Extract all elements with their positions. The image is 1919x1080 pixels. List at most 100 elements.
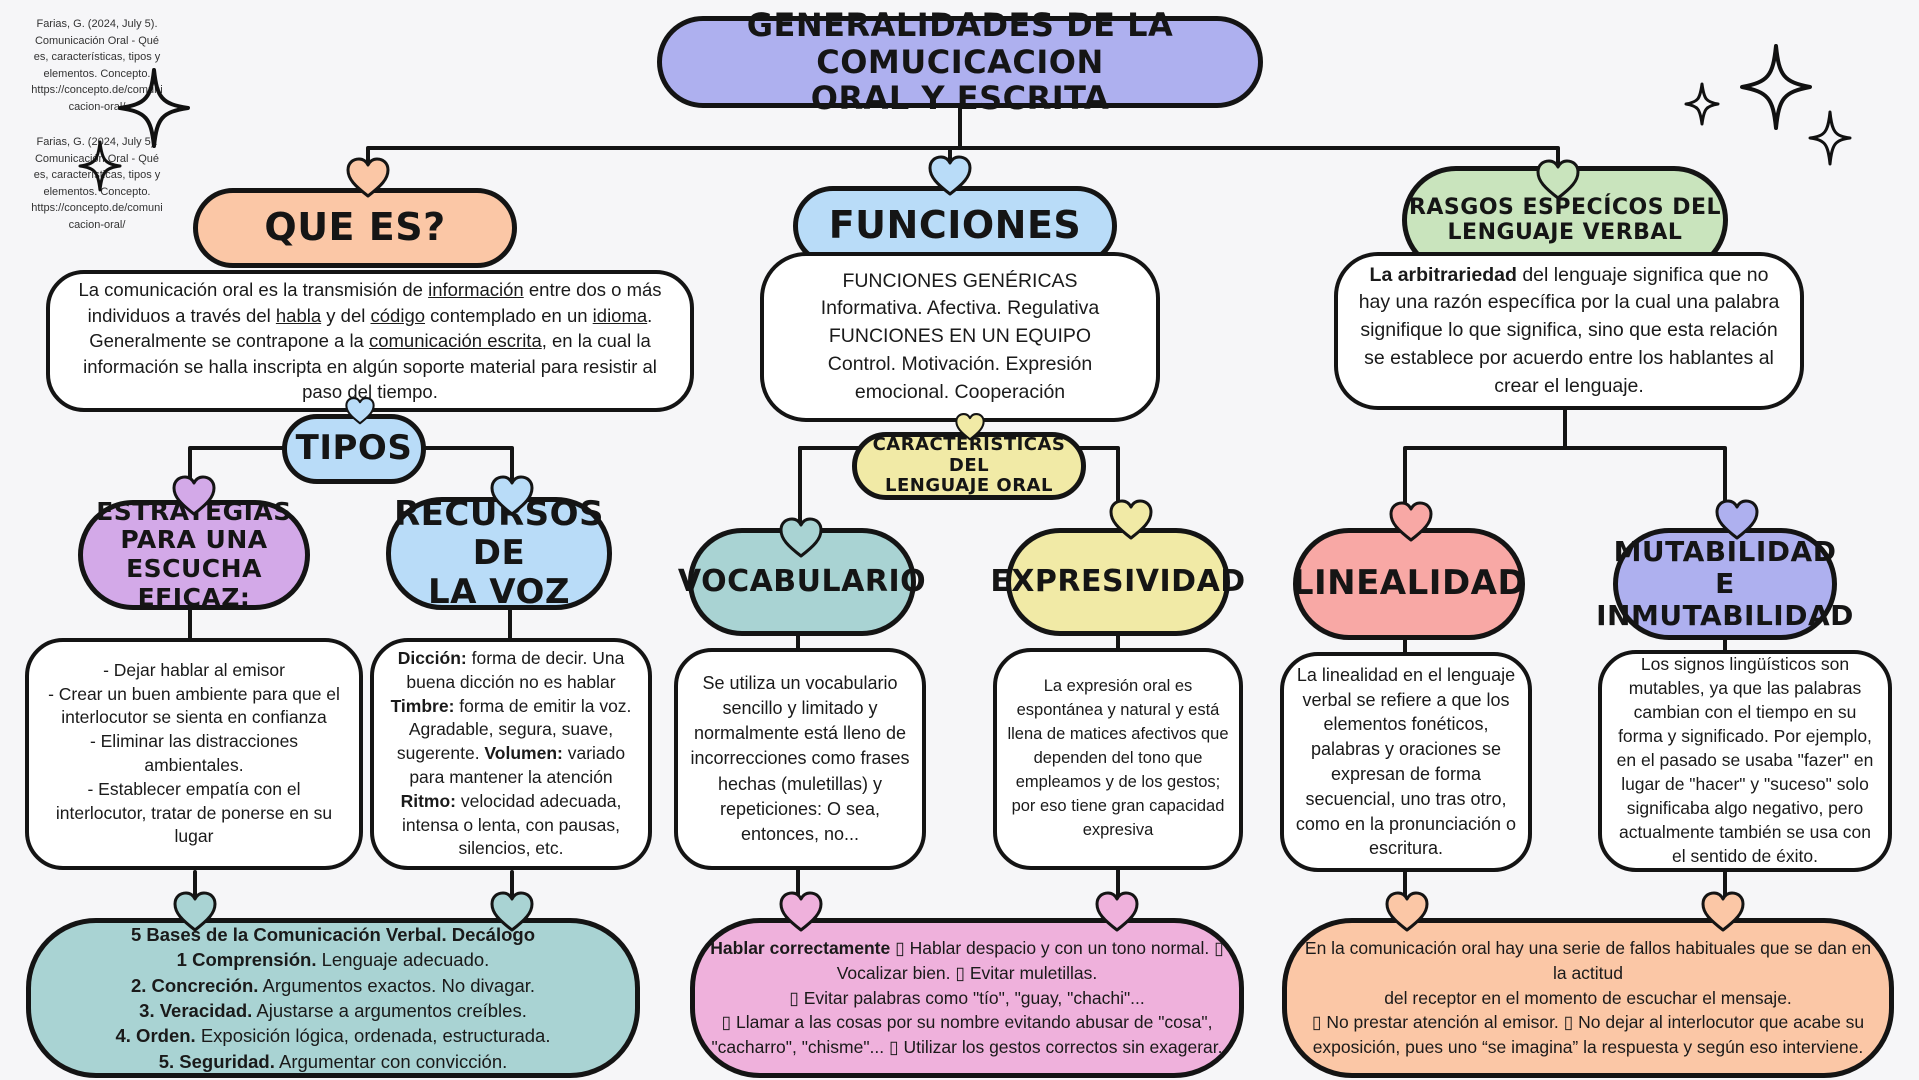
text-segment: . Generalmente se contrapone a la [89,304,653,352]
text-segment: variado para mantener la atención [409,743,626,787]
funciones-label: FUNCIONES [828,203,1082,248]
bases-item: 5. Seguridad. Argumentar con convicción. [159,1049,508,1074]
bases-item: 1 Comprensión. Lenguaje adecuado. [177,947,490,972]
sparkle-star-icon [118,68,190,148]
linealidad-title: LINEALIDAD [1291,528,1527,640]
bases-item-text: Ajustarse a argumentos creíbles. [252,1000,527,1021]
recursos-line: LA VOZ [427,572,571,613]
heart-icon [489,890,535,934]
title-line-2: ORAL Y ESCRITA [810,79,1110,118]
link-habla: habla [275,304,322,326]
mutabilidad-title: MUTABILIDAD E INMUTABILIDAD [1596,528,1853,640]
citation-line: Farias, G. (2024, July 5). [36,136,158,148]
link-informacion: información [428,279,524,301]
sparkle-star-icon [78,140,122,192]
text-segment: entre dos o más individuos a través del [87,279,662,326]
link-comunicacion-escrita: comunicación escrita [368,330,542,352]
tipos-title: TIPOS [282,414,426,484]
heart-icon [489,474,535,518]
mutabilidad-line: INMUTABILIDAD [1596,599,1854,633]
text-segment: ▯ Hablar despacio y con un tono normal. … [711,937,1224,1058]
heart-icon [344,396,376,426]
main-title: GENERALIDADES DE LA COMUCICACION ORAL Y … [657,7,1263,117]
recursos-title: RECURSOS DE LA VOZ [386,494,612,613]
text-segment: , en la cual la información se halla ins… [83,330,657,403]
caracteristicas-title: CARACTERÍSTICAS DEL LENGUAJE ORAL [852,432,1086,500]
link-idioma: idioma [592,304,648,326]
text-segment: forma de decir. Una buena dicción no es … [406,647,625,692]
rasgos-content: La arbitrariedad del lenguaje significa … [1334,252,1804,410]
citation-line: elementos. Concepto. [43,185,151,198]
funciones-text: FUNCIONES GENÉRICAS Informativa. Afectiv… [820,269,1100,403]
recursos-content: Dicción: forma de decir. Una buena dicci… [370,638,652,870]
mutabilidad-line: MUTABILIDAD E [1613,534,1837,600]
sparkle-star-icon [1740,44,1812,130]
fallos-text: En la comunicación oral hay una serie de… [1304,937,1872,1058]
vocabulario-label: VOCABULARIO [677,563,927,599]
bases-item-text: Lenguaje adecuado. [316,949,490,971]
bases-item-text: Exposición lógica, ordenada, estructurad… [195,1025,551,1047]
heart-icon [1535,158,1581,202]
arbitrariedad-label: La arbitrariedad [1369,263,1517,286]
caracteristicas-line: LENGUAJE ORAL [885,475,1053,497]
rasgos-line: LENGUAJE VERBAL [1447,220,1683,245]
citation-line: https://concepto.de/comuni [31,84,163,96]
bases-item: 4. Orden. Exposición lógica, ordenada, e… [115,1023,550,1048]
linealidad-label: LINEALIDAD [1291,563,1527,604]
heart-icon [171,474,217,518]
citation-line: elementos. Concepto. [43,67,151,80]
text-segment: La comunicación oral es la transmisión d… [78,279,429,301]
citation-1: Farias, G. (2024, July 5). Comunicación … [12,16,182,115]
que-es-definition: La comunicación oral es la transmisión d… [46,270,694,412]
rasgos-line: RASGOS ESPECÍCOS DEL [1408,194,1722,220]
expresividad-title: EXPRESIVIDAD [990,528,1245,636]
diccion-label: Dicción: [397,647,467,668]
estrategias-line: PARA UNA [120,525,268,555]
text-segment: forma de emitir la voz. Agradable, segur… [396,695,632,764]
fallos-content: En la comunicación oral hay una serie de… [1282,918,1894,1078]
hablar-text: Hablar correctamente ▯ Hablar despacio y… [709,936,1225,1060]
bases-item-label: 3. Veracidad. [139,1000,253,1021]
sparkle-star-icon [1684,82,1720,126]
heart-icon [954,412,986,442]
heart-icon [1714,498,1760,542]
text-segment: velocidad adecuada, intensa o lenta, con… [402,790,622,859]
que-es-title: QUE ES? [193,188,517,268]
citation-line: Farias, G. (2024, July 5). [36,18,158,30]
link-codigo: código [370,304,426,326]
citation-line: cacion-oral/ [68,218,126,231]
bases-item-text: Argumentos exactos. No divagar. [258,974,536,996]
heart-icon [172,890,218,934]
volumen-label: Volumen: [484,743,563,764]
expresividad-text: La expresión oral es espontánea y natura… [1007,677,1229,839]
heart-icon [927,154,973,198]
linealidad-text: La linealidad en el lenguaje verbal se r… [1295,664,1517,859]
title-line-1: GENERALIDADES DE LA COMUCICACION [746,5,1174,81]
que-es-label: QUE ES? [264,205,446,250]
heart-icon [1700,890,1746,934]
citation-line: cacion-oral/ [68,100,126,113]
hablar-label: Hablar correctamente [710,937,891,958]
recursos-text: Dicción: forma de decir. Una buena dicci… [386,647,636,861]
estrategias-content: - Dejar hablar al emisor - Crear un buen… [25,638,363,870]
bases-item: 2. Concreción. Argumentos exactos. No di… [131,973,535,998]
heart-icon [1108,498,1154,542]
heart-icon [1384,890,1430,934]
text-segment: del lenguaje significa que no hay una ra… [1358,263,1780,397]
heart-icon [778,890,824,934]
ritmo-label: Ritmo: [400,790,456,811]
timbre-label: Timbre: [390,695,455,716]
funciones-content: FUNCIONES GENÉRICAS Informativa. Afectiv… [760,252,1160,422]
bases-content: 5 Bases de la Comunicación Verbal. Decál… [26,918,640,1078]
estrategias-text: - Dejar hablar al emisor - Crear un buen… [48,659,340,847]
heart-icon [1094,890,1140,934]
heart-icon [345,156,391,200]
expresividad-content: La expresión oral es espontánea y natura… [993,648,1243,870]
text-segment: y del [321,304,371,326]
bases-item-text: Argumentar con convicción. [274,1050,508,1072]
citation-line: Comunicación Oral - Qué [34,34,160,47]
caracteristicas-line: CARACTERÍSTICAS DEL [872,433,1066,476]
vocabulario-title: VOCABULARIO [678,528,926,636]
estrategias-title: ESTRATEGIAS PARA UNA ESCUCHA EFICAZ: [78,497,310,612]
heart-icon [778,516,824,560]
